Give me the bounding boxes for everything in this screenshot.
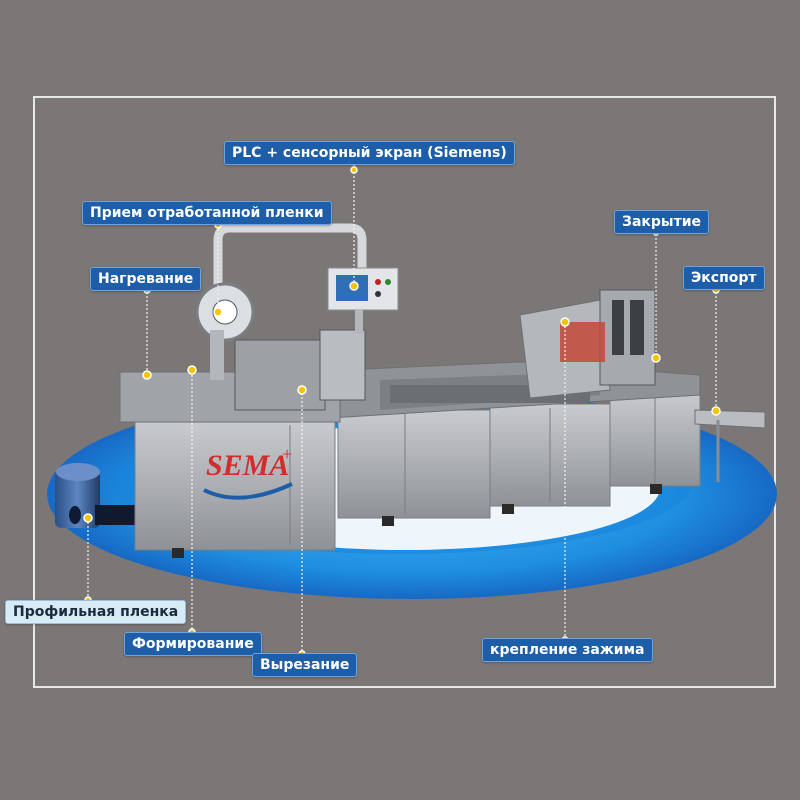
label-cutting: Вырезание bbox=[252, 653, 358, 677]
label-profile-film: Профильная пленка bbox=[5, 600, 187, 624]
label-export: Экспорт bbox=[683, 266, 765, 290]
logo-text: SEMA bbox=[206, 449, 289, 482]
label-plc-touchscreen: PLC + сенсорный экран (Siemens) bbox=[224, 141, 515, 165]
content-frame bbox=[33, 96, 776, 688]
machine-top bbox=[119, 289, 766, 482]
label-heating: Нагревание bbox=[90, 267, 202, 291]
control-panel bbox=[327, 267, 399, 334]
waste-film-reel bbox=[195, 223, 367, 380]
logo-superscript: + bbox=[282, 444, 292, 464]
label-forming: Формирование bbox=[124, 632, 262, 656]
label-clamp: крепление зажима bbox=[482, 638, 653, 662]
label-closing: Закрытие bbox=[614, 210, 709, 234]
label-waste-film: Прием отработанной пленки bbox=[82, 201, 332, 225]
brand-logo: SEMA + bbox=[203, 444, 293, 500]
